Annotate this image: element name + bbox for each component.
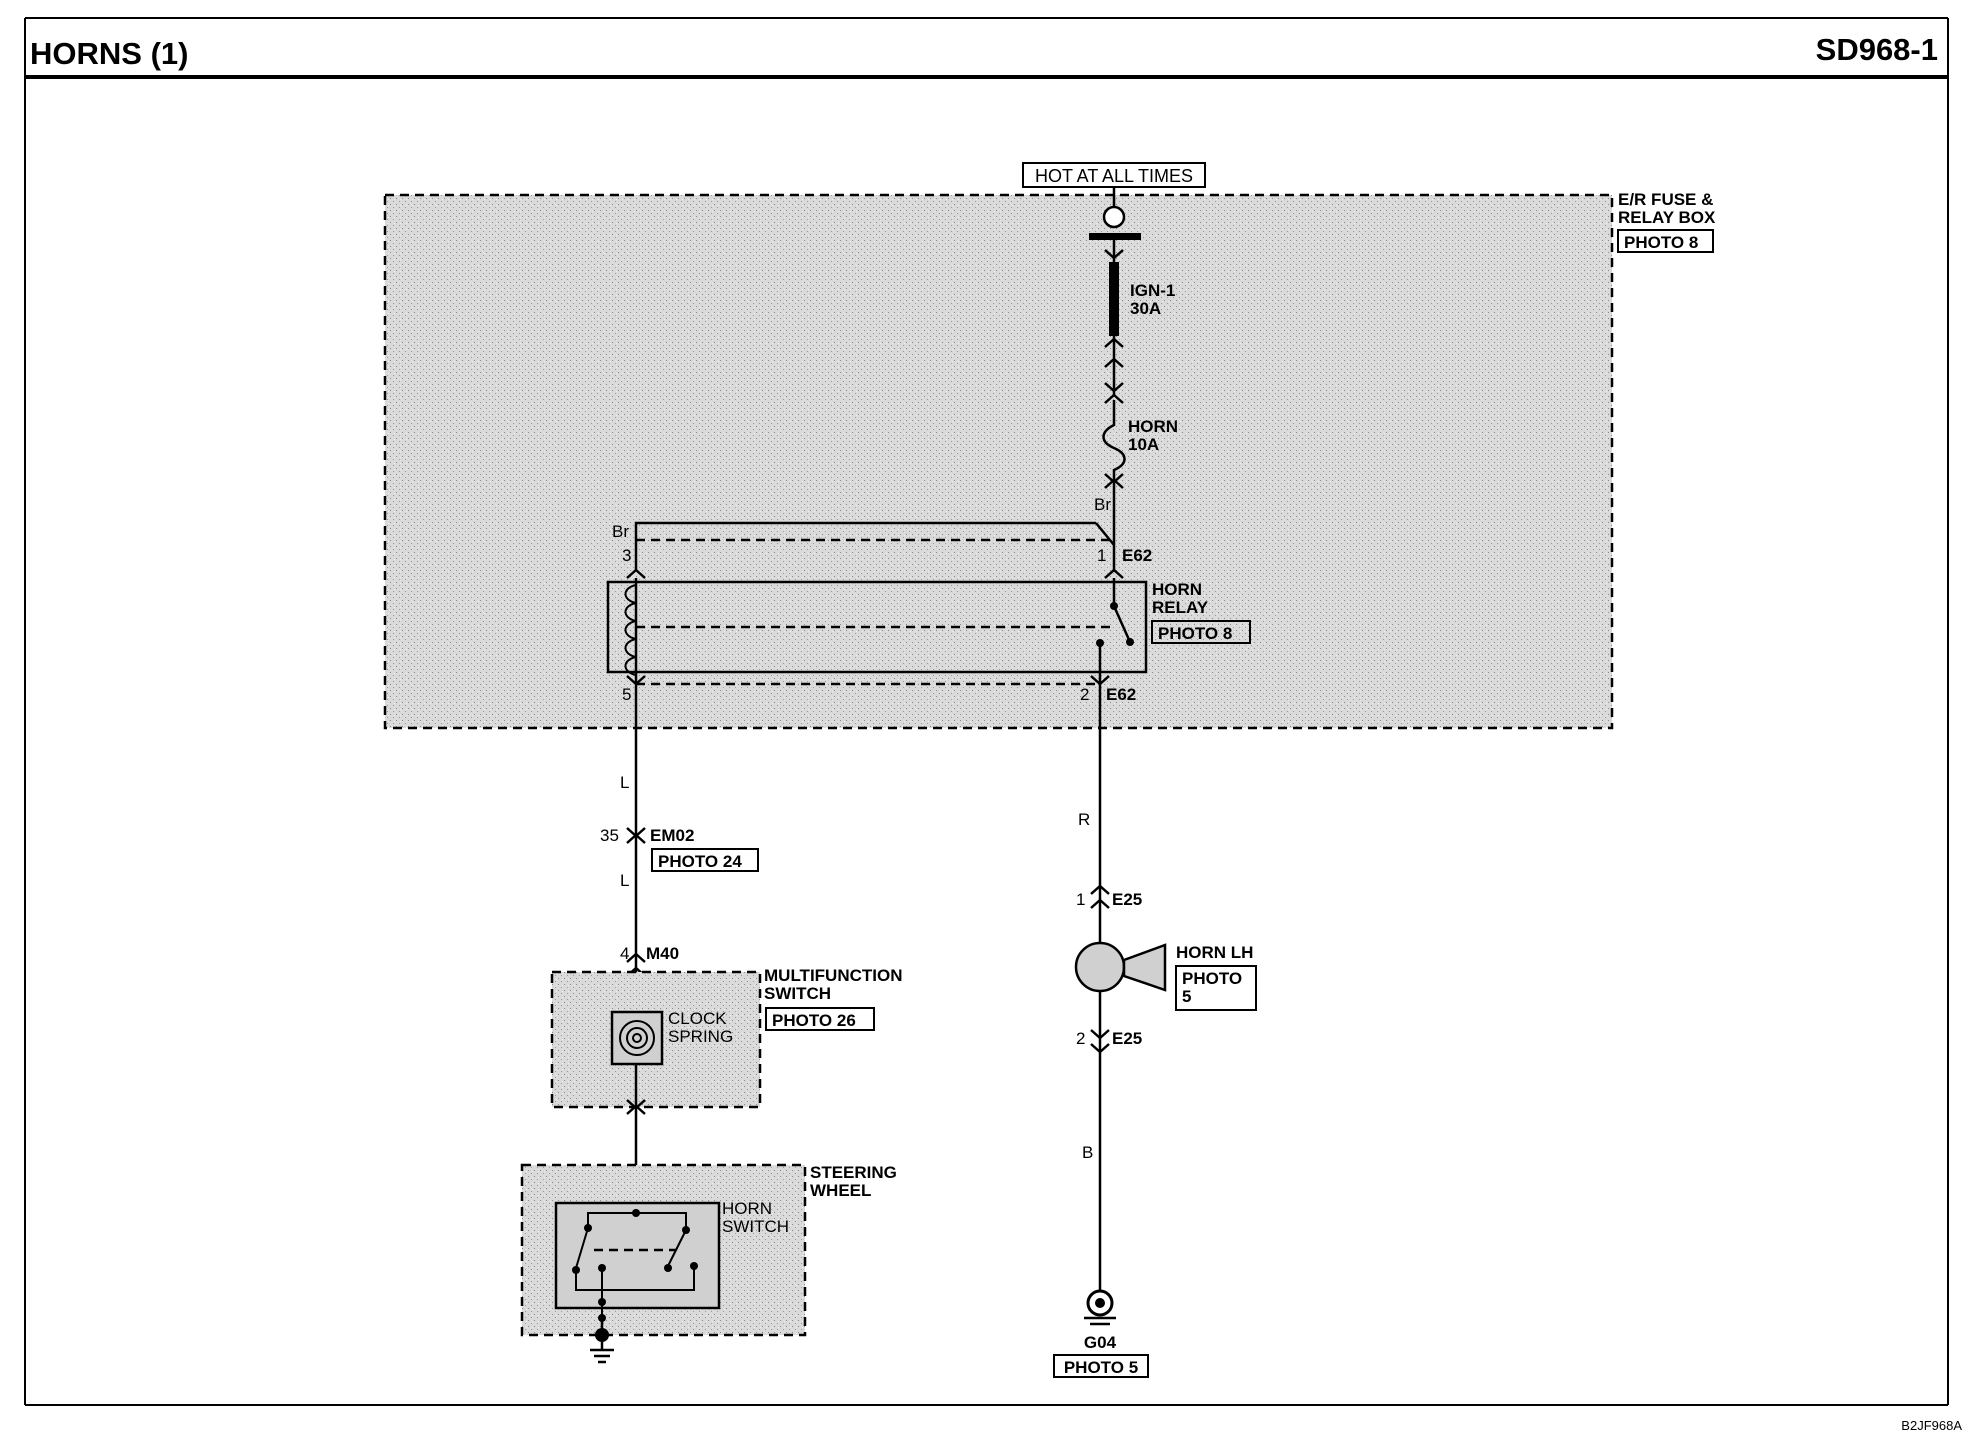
relay-name-line1: HORN <box>1152 580 1202 599</box>
wire-color-l-upper: L <box>620 773 629 792</box>
em02-photo-box <box>651 848 759 872</box>
page-frame <box>24 17 1949 1406</box>
horn-switch-line1: HORN <box>722 1199 772 1218</box>
fuse-box-photo: PHOTO 8 <box>1624 233 1698 252</box>
horn-lh-photo-line1: PHOTO <box>1182 969 1242 988</box>
wire-color-b: B <box>1082 1143 1093 1162</box>
multifunction-name-line1: MULTIFUNCTION <box>764 966 903 985</box>
busbar-icon <box>1089 233 1141 240</box>
horn-lh-name: HORN LH <box>1176 943 1253 962</box>
relay-pin2: 2 <box>1080 685 1089 704</box>
clock-spring-line1: CLOCK <box>668 1009 727 1028</box>
e25-bottom-name: E25 <box>1112 1029 1142 1048</box>
relay-connector-bottom: E62 <box>1106 685 1136 704</box>
em02-photo: PHOTO 24 <box>658 852 742 871</box>
relay-pin3: 3 <box>622 546 631 565</box>
horn-switch-line2: SWITCH <box>722 1217 789 1236</box>
horn-lh-photo-box <box>1175 965 1257 1011</box>
em02-pin: 35 <box>600 826 619 845</box>
relay-photo: PHOTO 8 <box>1158 624 1232 643</box>
l-wire <box>626 684 646 1000</box>
steering-wheel <box>520 1163 807 1364</box>
hot-label: HOT AT ALL TIMES <box>1035 166 1193 186</box>
diagram-code: SD968-1 <box>1816 32 1938 67</box>
ground-photo-box <box>1053 1354 1149 1378</box>
image-code: B2JF968A <box>1901 1418 1962 1433</box>
steering-wheel-name-line2: WHEEL <box>810 1181 871 1200</box>
fuse2-name: HORN <box>1128 417 1178 436</box>
fuse1-rating: 30A <box>1130 299 1161 318</box>
multifunction-photo-box <box>765 1007 875 1031</box>
horn-lh-icon <box>1074 941 1167 1290</box>
e25-top-pin: 1 <box>1076 890 1085 909</box>
multifunction-name-line2: SWITCH <box>764 984 831 1003</box>
r-wire <box>1090 684 1110 945</box>
m40-pin: 4 <box>620 944 629 963</box>
relay-connector-top: E62 <box>1122 546 1152 565</box>
br-wire <box>634 520 1116 572</box>
em02-name: EM02 <box>650 826 694 845</box>
fuse-box-name-line1: E/R FUSE & <box>1618 190 1713 209</box>
wire-color-r: R <box>1078 810 1090 829</box>
fuse-box-name-line2: RELAY BOX <box>1618 208 1716 227</box>
clock-spring-line2: SPRING <box>668 1027 733 1046</box>
m40-name: M40 <box>646 944 679 963</box>
ground-name: G04 <box>1084 1333 1117 1352</box>
diagram-title: HORNS (1) <box>30 36 188 71</box>
ground-g04-icon <box>1084 1289 1116 1326</box>
wire-color-br-right: Br <box>1094 495 1111 514</box>
horn-relay <box>606 568 1148 686</box>
fuse1-name: IGN-1 <box>1130 281 1175 300</box>
horn-lh-photo-line2: 5 <box>1182 987 1191 1006</box>
e25-bottom-pin: 2 <box>1076 1029 1085 1048</box>
wire-color-l-lower: L <box>620 871 629 890</box>
multifunction-switch <box>550 970 762 1178</box>
relay-photo-box <box>1151 620 1251 644</box>
relay-pin5: 5 <box>622 685 631 704</box>
battery-terminal-icon <box>1102 205 1126 229</box>
steering-wheel-name-line1: STEERING <box>810 1163 897 1182</box>
fuse-ign1-icon <box>1104 240 1124 395</box>
e25-top-name: E25 <box>1112 890 1142 909</box>
multifunction-photo: PHOTO 26 <box>772 1011 856 1030</box>
fuse-horn-icon <box>1102 393 1126 520</box>
relay-pin1: 1 <box>1097 546 1106 565</box>
relay-name-line2: RELAY <box>1152 598 1209 617</box>
wire-color-br-left: Br <box>612 522 629 541</box>
fuse-box-photo-box <box>1617 229 1714 253</box>
ground-photo: PHOTO 5 <box>1064 1358 1138 1377</box>
fuse2-rating: 10A <box>1128 435 1159 454</box>
